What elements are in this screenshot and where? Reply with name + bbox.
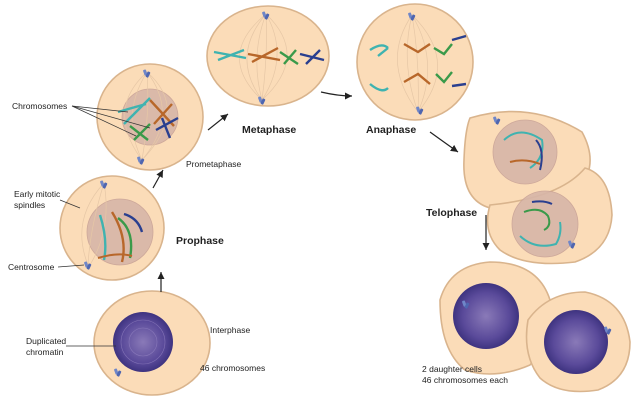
label-anaphase: Anaphase [366, 124, 416, 136]
label-prophase: Prophase [176, 235, 224, 247]
label-chromosomes: Chromosomes [12, 101, 67, 111]
duplicated-chromatin [113, 312, 173, 372]
arrow-anaphase-to-telophase [429, 131, 459, 153]
arrow-metaphase-to-anaphase [320, 91, 353, 100]
label-centrosome: Centrosome [8, 262, 55, 272]
arrow-prophase-to-prometaphase [152, 169, 164, 189]
metaphase-cell [206, 5, 330, 107]
daughter-cells [439, 261, 631, 393]
label-daughter-1: 2 daughter cells [422, 364, 482, 374]
interphase-cell [93, 290, 211, 396]
label-prometaphase: Prometaphase [186, 159, 242, 169]
label-daughter-2: 46 chromosomes each [422, 375, 508, 385]
leader-lines [57, 105, 151, 347]
arrow-prometaphase-to-metaphase [207, 113, 229, 131]
label-telophase: Telophase [426, 207, 477, 219]
telophase-cell [463, 110, 613, 265]
label-chromosome-count: 46 chromosomes [200, 363, 265, 373]
daughter-chromatin [544, 310, 608, 374]
label-duplicated-2: chromatin [26, 347, 64, 357]
anaphase-cell [356, 3, 474, 121]
prometaphase-cell [96, 63, 204, 171]
label-metaphase: Metaphase [242, 124, 296, 136]
label-early-mitotic-1: Early mitotic [14, 189, 61, 199]
prophase-cell [59, 175, 165, 281]
cycle-arrows [152, 91, 490, 292]
label-interphase: Interphase [210, 325, 250, 335]
label-duplicated-1: Duplicated [26, 336, 66, 346]
daughter-chromatin [453, 283, 519, 349]
label-early-mitotic-2: spindles [14, 200, 45, 210]
